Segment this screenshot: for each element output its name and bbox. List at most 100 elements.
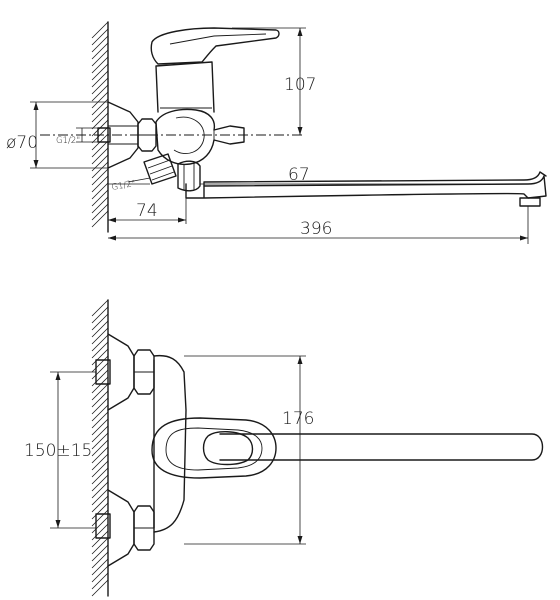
wall-hatch-line (91, 313, 109, 331)
wall-hatch-line (91, 189, 109, 207)
wall-hatch-line (91, 383, 109, 401)
wall-hatch-line (91, 502, 109, 520)
wall-hatch-line (91, 544, 109, 562)
wall-hatch-line (91, 320, 109, 338)
dimension-wall-to-axis: 74 (108, 198, 187, 224)
wall-hatch-line (91, 21, 109, 39)
wall-hatch-line (91, 77, 109, 95)
wall-hatch-line (91, 182, 109, 200)
wall-hatch-line (91, 28, 109, 46)
wall-side (91, 21, 109, 233)
wall-hatch-line (91, 70, 109, 88)
wall-hatch-line (91, 418, 109, 436)
dimension-label-176: 176 (282, 409, 314, 429)
wall-hatch-line (91, 348, 109, 366)
wall-hatch-line (91, 327, 109, 345)
wall-front (91, 299, 109, 597)
wall-hatch-line (91, 495, 109, 513)
dimension-label-74: 74 (136, 201, 158, 221)
wall-hatch-line (91, 425, 109, 443)
wall-hatch-line (91, 572, 109, 590)
dimension-spout-length: 396 (108, 206, 529, 244)
dimension-height-176: 176 (184, 355, 314, 545)
dimension-label-67: 67 (288, 165, 310, 185)
wall-hatch-line (91, 49, 109, 67)
dimension-label-396: 396 (300, 219, 332, 239)
wall-hatch-line (91, 537, 109, 555)
wall-hatch-line (91, 446, 109, 464)
wall-hatch-line (91, 140, 109, 158)
wall-hatch-line (91, 432, 109, 450)
wall-hatch-line (91, 355, 109, 373)
dimension-center-distance: 150±15 (24, 371, 96, 529)
wall-hatch-line (91, 523, 109, 541)
wall-hatch-line (91, 112, 109, 130)
wall-hatch-line (91, 91, 109, 109)
outlet-thread-label: G1/2" (111, 179, 137, 193)
wall-hatch-line (91, 35, 109, 53)
wall-hatch-line (91, 460, 109, 478)
wall-hatch-line (91, 168, 109, 186)
dimension-escutcheon-diameter: ø70 (6, 101, 108, 169)
wall-hatch-line (91, 481, 109, 499)
wall-hatch-line (91, 299, 109, 317)
wall-hatch-line (91, 467, 109, 485)
wall-hatch-line (91, 175, 109, 193)
inlet-thread-callout: G1/2" (56, 127, 98, 146)
wall-hatch-line (91, 551, 109, 569)
wall-hatch-line (91, 509, 109, 527)
wall-hatch-line (91, 334, 109, 352)
lower-inlet-front (95, 513, 111, 539)
wall-hatch-line (91, 306, 109, 324)
dimension-spout-drop: 67 (108, 165, 520, 185)
wall-hatch-line (91, 203, 109, 221)
wall-hatch-line (91, 530, 109, 548)
front-view: 150±15 176 (24, 299, 544, 597)
wall-hatch-line (91, 411, 109, 429)
aerator-side (519, 197, 541, 207)
dimension-label-150: 150±15 (24, 441, 92, 461)
side-view: 107 ø70 G1/2" G1/2" 67 (6, 21, 547, 244)
wall-hatch-line (91, 565, 109, 583)
dimension-label-diameter-70: ø70 (6, 133, 38, 153)
cartridge-housing-side (155, 61, 215, 113)
wall-hatch-line (91, 516, 109, 534)
wall-hatch-line (91, 210, 109, 228)
spout-side (185, 175, 547, 199)
lever-handle-side (150, 27, 280, 65)
lower-nut-front (133, 505, 155, 551)
upper-escutcheon-front (107, 333, 135, 411)
spout-front (219, 433, 544, 461)
wall-hatch-line (91, 63, 109, 81)
wall-hatch-line (91, 154, 109, 172)
wall-hatch-line (91, 105, 109, 123)
wall-hatch-line (91, 453, 109, 471)
eccentric-nut-side (137, 118, 157, 152)
wall-hatch-line (91, 341, 109, 359)
wall-hatch-line (91, 397, 109, 415)
wall-hatch-line (91, 474, 109, 492)
wall-hatch-line (91, 369, 109, 387)
wall-hatch-line (91, 98, 109, 116)
wall-hatch-line (91, 56, 109, 74)
wall-hatch-line (91, 362, 109, 380)
wall-hatch-line (91, 376, 109, 394)
wall-hatch-line (91, 488, 109, 506)
mixer-body-front (153, 354, 187, 533)
wall-hatch-line (91, 579, 109, 597)
diverter-knob-side (177, 160, 201, 192)
inlet-thread-label: G1/2" (56, 136, 80, 146)
wall-hatch-line (91, 147, 109, 165)
dimension-handle-height: 107 (232, 27, 316, 135)
lower-escutcheon-front (107, 489, 135, 567)
shower-outlet-side (143, 153, 177, 185)
lever-handle-front (151, 417, 277, 479)
dimension-label-107: 107 (284, 75, 316, 95)
wall-hatch-line (91, 161, 109, 179)
wall-hatch-line (91, 42, 109, 60)
wall-hatch-line (91, 439, 109, 457)
outlet-thread-callout: G1/2" (111, 177, 151, 193)
wall-hatch-line (91, 196, 109, 214)
wall-hatch-line (91, 404, 109, 422)
